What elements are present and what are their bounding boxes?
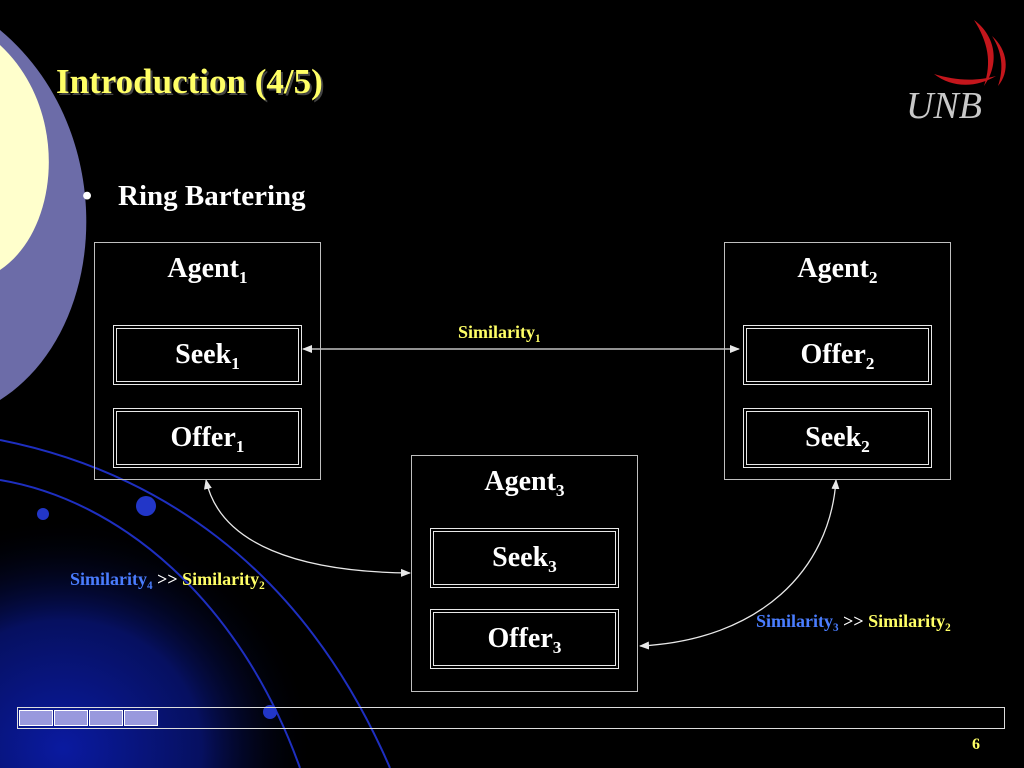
- agent-3-offer-box: Offer3: [430, 609, 619, 669]
- bullet-text: Ring Bartering: [118, 180, 306, 212]
- unb-logo-icon: [934, 20, 1006, 86]
- agent-1-box: Agent1 Seek1 Offer1: [94, 242, 321, 480]
- similarity-3-vs-2-label: Similarity3 >> Similarity2: [756, 611, 951, 634]
- page-number: 6: [972, 736, 980, 753]
- progress-segment: [89, 710, 123, 726]
- bullet-dot: •: [82, 180, 93, 212]
- similarity-4-vs-2-label: Similarity4 >> Similarity2: [70, 569, 265, 592]
- agent-3-title: Agent3: [484, 466, 565, 501]
- agent-3-seek-box: Seek3: [430, 528, 619, 588]
- slide-title: Introduction (4/5): [56, 62, 323, 101]
- progress-segment: [19, 710, 53, 726]
- slide-progress-bar: [17, 707, 1005, 729]
- agent-2-box: Agent2 Offer2 Seek2: [724, 242, 951, 480]
- similarity-1-label: Similarity1: [458, 322, 541, 345]
- agent-1-offer-box: Offer1: [113, 408, 302, 468]
- agent-2-offer-box: Offer2: [743, 325, 932, 385]
- agent-3-box: Agent3 Seek3 Offer3: [411, 455, 638, 692]
- progress-segment: [124, 710, 158, 726]
- agent-2-title: Agent2: [797, 253, 878, 288]
- agent-1-seek-box: Seek1: [113, 325, 302, 385]
- agent-1-title: Agent1: [167, 253, 248, 288]
- progress-segment: [54, 710, 88, 726]
- agent-2-seek-box: Seek2: [743, 408, 932, 468]
- logo-text: UNB: [906, 85, 982, 127]
- bullet-item: • Ring Bartering: [82, 180, 306, 213]
